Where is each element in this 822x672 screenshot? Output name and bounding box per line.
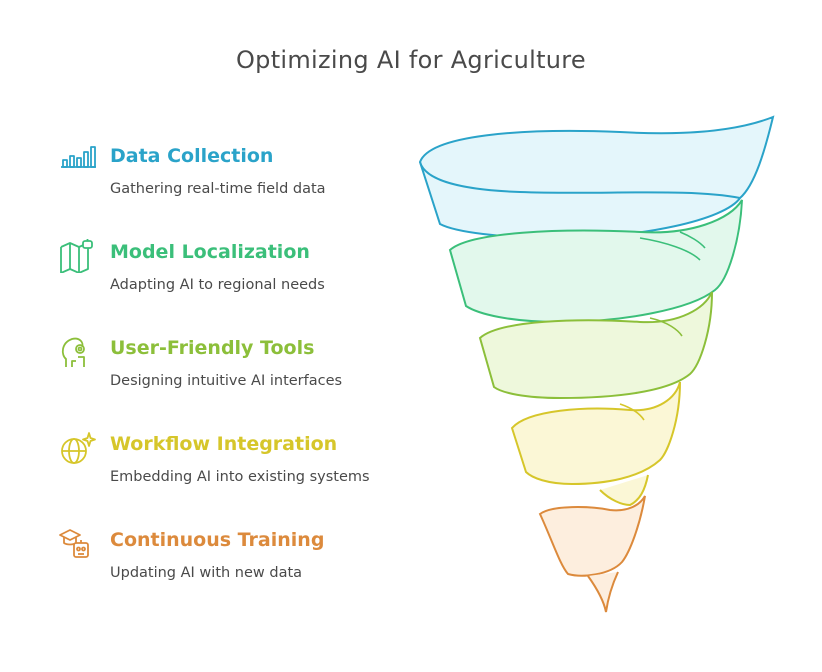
- globe-sparkle-icon: [58, 431, 98, 465]
- step-workflow-integration: Workflow Integration Embedding AI into e…: [58, 431, 418, 501]
- funnel-tip: [587, 571, 619, 613]
- graduation-robot-icon: [58, 527, 98, 561]
- funnel-layer-3: [478, 291, 713, 400]
- funnel-layer-5: [538, 495, 646, 577]
- step-description: Embedding AI into existing systems: [110, 469, 370, 485]
- step-description: Gathering real-time field data: [110, 181, 326, 197]
- step-description: Designing intuitive AI interfaces: [110, 373, 343, 389]
- step-data-collection: Data Collection Gathering real-time fiel…: [58, 143, 418, 213]
- step-description: Adapting AI to regional needs: [110, 277, 325, 293]
- step-heading: User-Friendly Tools: [110, 337, 315, 359]
- step-user-friendly-tools: User-Friendly Tools Designing intuitive …: [58, 335, 418, 405]
- step-description: Updating AI with new data: [110, 565, 303, 581]
- page-title: Optimizing AI for Agriculture: [235, 46, 587, 74]
- spiral-funnel-graphic: [400, 100, 800, 630]
- step-heading: Workflow Integration: [110, 433, 338, 455]
- funnel-layer-4: [510, 381, 681, 486]
- bar-chart-icon: [58, 143, 98, 177]
- step-heading: Data Collection: [110, 145, 274, 167]
- step-heading: Model Localization: [110, 241, 310, 263]
- step-heading: Continuous Training: [110, 529, 325, 551]
- step-model-localization: Model Localization Adapting AI to region…: [58, 239, 418, 309]
- map-robot-icon: [58, 239, 98, 273]
- step-continuous-training: Continuous Training Updating AI with new…: [58, 527, 418, 597]
- user-gear-icon: [58, 335, 98, 369]
